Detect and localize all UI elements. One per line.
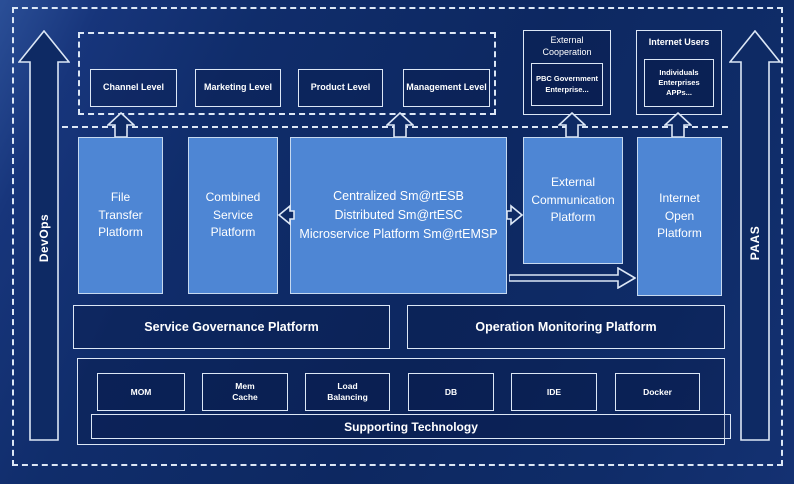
right-flow-arrow-icon: [506, 204, 523, 226]
external-cooperation-members-box: PBC Government Enterprise...: [531, 63, 603, 106]
external-communication-platform-box: External Communication Platform: [523, 137, 623, 264]
service-governance-platform-label: Service Governance Platform: [144, 320, 319, 334]
mom-label: MOM: [130, 386, 152, 397]
product-level-box: Product Level: [298, 69, 383, 107]
service-governance-platform-box: Service Governance Platform: [73, 305, 390, 349]
docker-box: Docker: [615, 373, 700, 411]
ide-box: IDE: [511, 373, 597, 411]
product-level-label: Product Level: [310, 82, 371, 93]
file-transfer-platform-box: File Transfer Platform: [78, 137, 163, 294]
internet-users-members-box: Individuals Enterprises APPs...: [644, 59, 714, 107]
combined-service-platform-box: Combined Service Platform: [188, 137, 278, 294]
management-level-label: Management Level: [406, 82, 487, 93]
devops-label: DevOps: [36, 213, 51, 263]
marketing-level-box: Marketing Level: [195, 69, 281, 107]
up-arrow-icon: [107, 112, 135, 138]
external-cooperation-box: External Cooperation PBC Government Ente…: [523, 30, 611, 115]
operation-monitoring-platform-box: Operation Monitoring Platform: [407, 305, 725, 349]
internet-users-box: Internet Users Individuals Enterprises A…: [636, 30, 722, 115]
mom-box: MOM: [97, 373, 185, 411]
docker-label: Docker: [643, 386, 672, 397]
internet-users-title: Internet Users: [648, 37, 710, 47]
left-flow-arrow-icon: [278, 204, 295, 226]
up-arrow-icon: [664, 112, 692, 138]
supporting-technology-panel: [77, 358, 725, 445]
external-cooperation-title: External Cooperation: [542, 35, 592, 57]
devops-rail: DevOps: [18, 163, 70, 313]
external-communication-platform-label: External Communication Platform: [531, 175, 615, 225]
up-arrow-icon: [386, 112, 414, 138]
esb-suite-platform-label: Centralized Sm@rtESB Distributed Sm@rtES…: [299, 189, 498, 241]
external-cooperation-members: PBC Government Enterprise...: [535, 74, 599, 94]
supporting-technology-bar: Supporting Technology: [91, 414, 731, 439]
db-label: DB: [444, 386, 458, 397]
devops-arrow-icon: [18, 30, 70, 441]
internet-users-members: Individuals Enterprises APPs...: [658, 67, 700, 98]
outer-dashed-frame: [12, 7, 783, 466]
up-arrow-icon: [558, 112, 586, 138]
load-balancing-label: Load Balancing: [327, 381, 368, 402]
management-level-box: Management Level: [403, 69, 490, 107]
esb-suite-platform-box: Centralized Sm@rtESB Distributed Sm@rtES…: [290, 137, 507, 294]
combined-service-platform-label: Combined Service Platform: [205, 190, 261, 240]
paas-label: PAAS: [747, 225, 762, 261]
mem-cache-box: Mem Cache: [202, 373, 288, 411]
operation-monitoring-platform-label: Operation Monitoring Platform: [475, 320, 657, 334]
load-balancing-box: Load Balancing: [305, 373, 390, 411]
mem-cache-label: Mem Cache: [232, 381, 258, 402]
ide-label: IDE: [546, 386, 562, 397]
marketing-level-label: Marketing Level: [203, 82, 273, 93]
internet-open-platform-label: Internet Open Platform: [657, 191, 702, 241]
long-right-flow-arrow-icon: [509, 267, 636, 289]
channel-level-box: Channel Level: [90, 69, 177, 107]
internet-open-platform-box: Internet Open Platform: [637, 137, 722, 296]
business-levels-band: [78, 32, 496, 115]
paas-rail: PAAS: [729, 168, 781, 318]
file-transfer-platform-label: File Transfer Platform: [98, 190, 143, 240]
db-box: DB: [408, 373, 494, 411]
paas-arrow-icon: [729, 30, 781, 441]
supporting-technology-label: Supporting Technology: [344, 419, 478, 434]
channel-level-label: Channel Level: [102, 82, 165, 93]
